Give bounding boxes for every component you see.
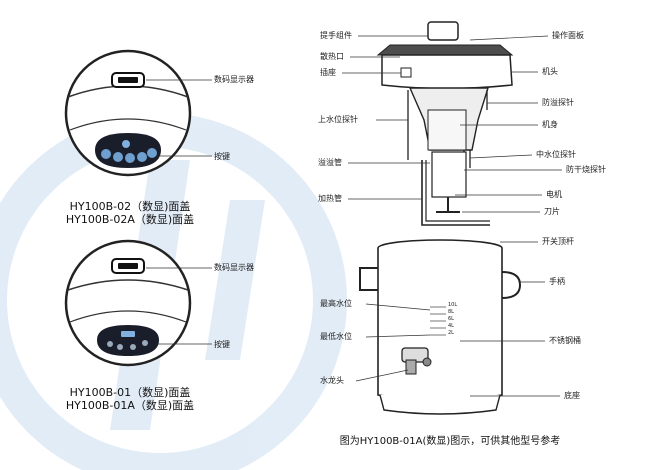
display-screen: [118, 77, 138, 83]
scale-mark: 10L: [448, 302, 458, 308]
bottom-key-label: 按键: [214, 340, 230, 349]
top-model-line1: HY100B-02（数显)面盖: [69, 200, 191, 213]
scale-mark: 2L: [448, 330, 454, 336]
label-heating-tube: 加热管: [318, 194, 342, 203]
scale-mark: 4L: [448, 323, 454, 329]
label-overflow-tube: 溢溢管: [318, 158, 342, 167]
label-faucet: 水龙头: [320, 376, 344, 385]
scale-mark: 8L: [448, 309, 454, 315]
bottom-model-line2: HY100B-01A（数显)面盖: [65, 399, 195, 412]
label-body: 机身: [542, 120, 558, 129]
bottom-display-label: 数码显示器: [214, 263, 254, 272]
display-screen: [118, 263, 138, 269]
socket-icon: [400, 67, 412, 78]
top-model-line2: HY100B-02A（数显)面盖: [65, 213, 195, 226]
label-motor: 电机: [546, 190, 562, 199]
label-handle-assembly: 提手组件: [320, 31, 352, 40]
label-head: 机头: [542, 67, 558, 76]
label-base: 底座: [564, 391, 580, 400]
machine-illustration: [359, 21, 522, 415]
label-blade: 刀片: [544, 207, 560, 216]
top-display-label: 数码显示器: [214, 75, 254, 84]
scale-mark: 6L: [448, 316, 454, 322]
label-handle: 手柄: [549, 277, 565, 286]
label-mid-probe: 中水位探针: [536, 150, 576, 159]
bottom-lid-panel: [64, 239, 212, 367]
top-lid-panel: [64, 49, 212, 177]
leader-lines-right: [455, 35, 562, 397]
key-buttons: [107, 331, 148, 350]
figure-caption: 图为HY100B-01A(数显)图示，可供其他型号参考: [339, 436, 561, 447]
top-key-label: 按键: [214, 152, 230, 161]
label-switch-rod: 开关顶杆: [542, 237, 574, 246]
label-dry-burn-probe: 防干烧探针: [566, 165, 606, 174]
label-max-level: 最高水位: [320, 299, 352, 308]
leader-lines-left: [342, 35, 431, 382]
label-anti-overflow-probe: 防溢探针: [542, 98, 574, 107]
bottom-model-line1: HY100B-01（数显)面盖: [69, 386, 191, 399]
label-upper-probe: 上水位探针: [318, 115, 358, 124]
label-min-level: 最低水位: [320, 332, 352, 341]
label-socket: 插座: [320, 68, 336, 77]
label-vent: 散热口: [320, 52, 344, 61]
label-control-panel: 操作面板: [552, 31, 584, 40]
label-steel-barrel: 不锈钢桶: [549, 336, 581, 345]
key-buttons: [101, 140, 157, 163]
